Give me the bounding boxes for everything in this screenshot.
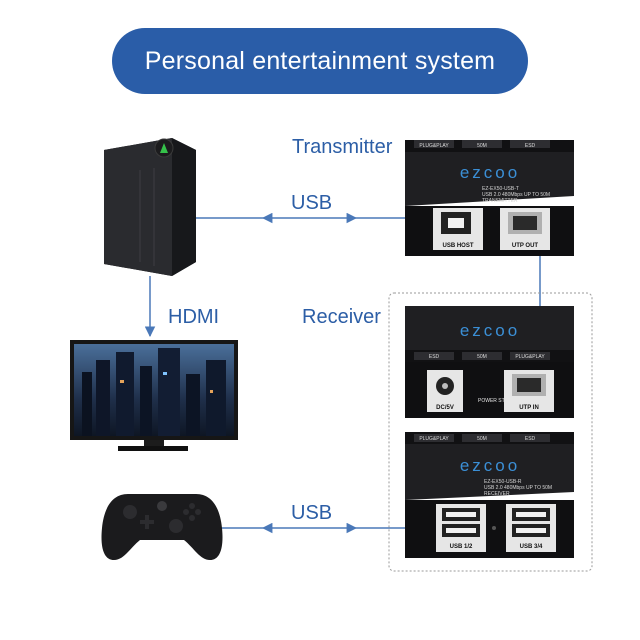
label-transmitter: Transmitter <box>292 136 393 158</box>
receiver-type: RECEIVER <box>484 491 510 497</box>
gamepad-icon <box>101 494 223 560</box>
transmitter-model: EZ-EX50-USB-T <box>482 186 519 192</box>
receiver-port-right: UTP IN <box>519 405 539 411</box>
label-usb-top: USB <box>291 192 333 214</box>
label-receiver: Receiver <box>302 306 381 328</box>
receiver-tab <box>510 434 550 442</box>
power-status-label: POWER STATUS <box>478 398 518 404</box>
title-banner: Personal entertainment system <box>112 28 528 94</box>
receiver-tab <box>510 352 550 360</box>
receiver-device-bottom: PLUG&PLAY 50M ESD ezcoo EZ-EX50-USB-R US… <box>405 432 574 558</box>
transmitter-tab <box>510 140 550 148</box>
transmitter-brand: ezcoo <box>460 163 520 182</box>
receiver-top-brand: ezcoo <box>460 321 520 340</box>
receiver-device-top: ezcoo ESD 50M PLUG&PLAY DC/5V POWER STAT… <box>405 306 574 418</box>
receiver-bottom-port-right: USB 3/4 <box>520 544 543 550</box>
receiver-bottom-tab-label: PLUG&PLAY <box>419 436 449 442</box>
transmitter-device: PLUG&PLAY 50M ESD ezcoo EZ-EX50-USB-T US… <box>405 140 574 256</box>
transmitter-spec: USB 2.0 480Mbps UP TO 50M <box>482 192 550 198</box>
monitor-icon <box>70 340 238 451</box>
transmitter-tab-label: ESD <box>525 143 536 149</box>
transmitter-port-right: UTP OUT <box>512 243 539 249</box>
receiver-tab <box>462 352 502 360</box>
receiver-top-tab-label: PLUG&PLAY <box>515 354 545 360</box>
title-text: Personal entertainment system <box>144 46 496 75</box>
receiver-bottom-tab-label: ESD <box>525 436 536 442</box>
transmitter-tab-label: PLUG&PLAY <box>419 143 449 149</box>
receiver-bottom-brand: ezcoo <box>460 456 520 475</box>
receiver-bottom-tab-label: 50M <box>477 436 487 442</box>
label-usb-bottom: USB <box>291 502 333 524</box>
receiver-tab <box>414 434 454 442</box>
receiver-top-tab-label: 50M <box>477 354 487 360</box>
receiver-port-left: DC/5V <box>436 405 454 411</box>
receiver-spec: USB 2.0 480Mbps UP TO 50M <box>484 485 552 491</box>
receiver-top-tab-label: ESD <box>429 354 440 360</box>
transmitter-port-left: USB HOST <box>442 243 473 249</box>
receiver-bottom-port-left: USB 1/2 <box>450 544 473 550</box>
receiver-model: EZ-EX50-USB-R <box>484 479 522 485</box>
receiver-tab <box>462 434 502 442</box>
transmitter-tab <box>414 140 454 148</box>
receiver-tab <box>414 352 454 360</box>
pc-tower-icon <box>104 138 196 276</box>
receiver-group-box <box>388 292 593 572</box>
transmitter-type: TRANSMITTER <box>482 198 518 204</box>
label-hdmi: HDMI <box>168 306 220 328</box>
transmitter-tab-label: 50M <box>477 143 487 149</box>
transmitter-tab <box>462 140 502 148</box>
